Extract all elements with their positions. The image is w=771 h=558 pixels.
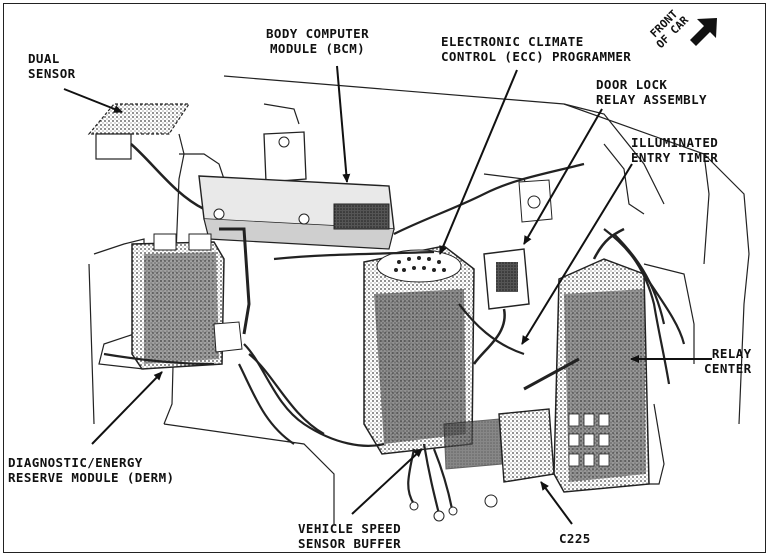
connector-block-part [443,408,555,508]
arrow-derm [91,371,163,445]
relay-center-part [523,227,650,493]
dual-sensor-part [87,103,205,211]
door-lock-relay-part [472,179,553,365]
arrow-vss [351,448,423,515]
leader-arrows [63,65,712,525]
derm-part [131,227,251,370]
bcm-part [198,131,395,250]
arrow-ecc [439,69,518,255]
arrow-door-lock [523,108,603,245]
arrow-c225 [540,481,573,525]
arrow-entry-timer [521,163,633,345]
arrow-bcm [336,65,351,183]
front-of-car-arrow [690,18,717,46]
arrow-dual-sensor [63,88,123,113]
engine-bay-drawing [63,18,750,525]
label-c225: C225 [559,531,591,546]
ecc-programmer-part [363,245,475,455]
